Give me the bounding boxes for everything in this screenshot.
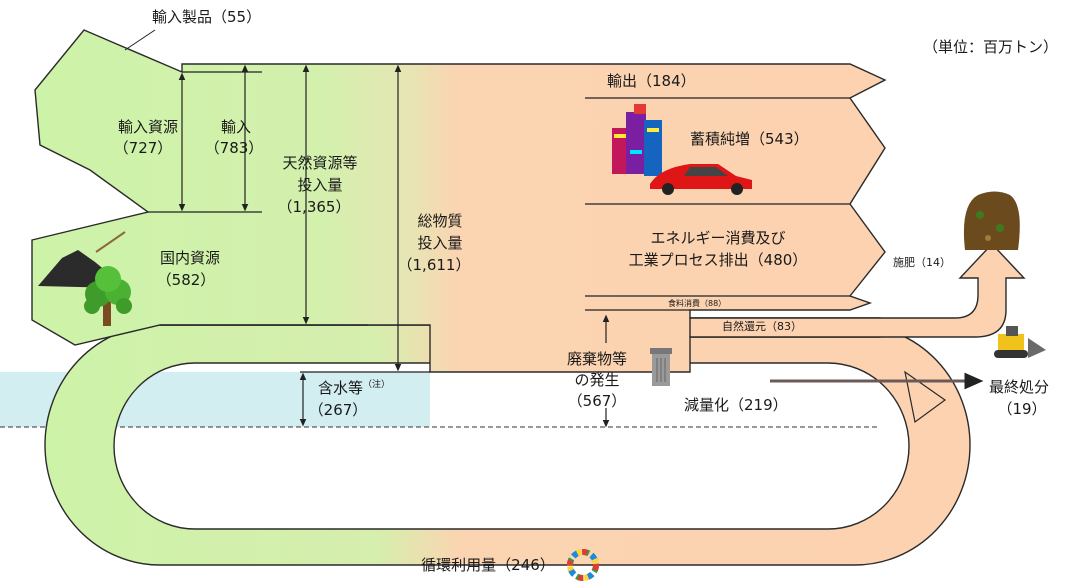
reduction-arrow-tip [904, 370, 947, 424]
recycling-loop-band [44, 324, 971, 566]
imported-resources-name: 輸入資源 [118, 118, 178, 136]
natural-input-line2: 投入量 [297, 176, 342, 194]
imported-products-label: 輸入製品（55） [152, 8, 261, 26]
natural-input-value: （1,365） [278, 198, 351, 216]
exports-label: 輸出（184） [607, 72, 696, 90]
reduction-label: 減量化（219） [684, 396, 788, 414]
total-input-line1: 総物質 [417, 212, 462, 230]
imports-value: （783） [205, 139, 264, 157]
imported-resources-value: （727） [114, 139, 173, 157]
energy-line2: 工業プロセス排出（480） [629, 251, 808, 269]
trash-can-icon [650, 348, 672, 386]
recycling-label: 循環利用量（246） [421, 556, 555, 574]
imports-name: 輸入 [221, 118, 251, 136]
food-label: 食料消費（88） [668, 298, 726, 308]
waste-line2: の発生 [574, 371, 619, 389]
nature-return-label: 自然還元（83） [722, 319, 802, 333]
unit-note: （単位：百万トン） [923, 38, 1058, 56]
domestic-value: （582） [157, 271, 216, 289]
recycle-ring-icon [567, 549, 599, 581]
waste-line1: 廃棄物等 [567, 350, 627, 368]
imported-products-leader [124, 29, 156, 51]
water-value: （267） [309, 401, 368, 419]
domestic-name: 国内資源 [160, 249, 220, 267]
stock-label: 蓄積純増（543） [690, 130, 809, 148]
energy-line1: エネルギー消費及び [650, 229, 785, 247]
final-disposal-value: （19） [997, 400, 1046, 418]
fertilizer-arrow [689, 242, 1026, 338]
bulldozer-icon [994, 326, 1046, 358]
natural-input-line1: 天然資源等 [282, 154, 357, 172]
total-input-line2: 投入量 [417, 234, 462, 252]
water-name: 含水等（注） [318, 378, 390, 397]
sports-car-icon [650, 164, 752, 195]
tree-icon [84, 266, 132, 326]
water-note: （注） [363, 378, 390, 390]
fertilizer-label: 施肥（14） [893, 256, 951, 269]
buildings-icon [612, 104, 662, 176]
final-disposal-name: 最終処分 [989, 378, 1049, 396]
waste-value: （567） [568, 392, 627, 410]
total-input-value: （1,611） [398, 256, 471, 274]
compost-pile-icon [963, 191, 1020, 250]
